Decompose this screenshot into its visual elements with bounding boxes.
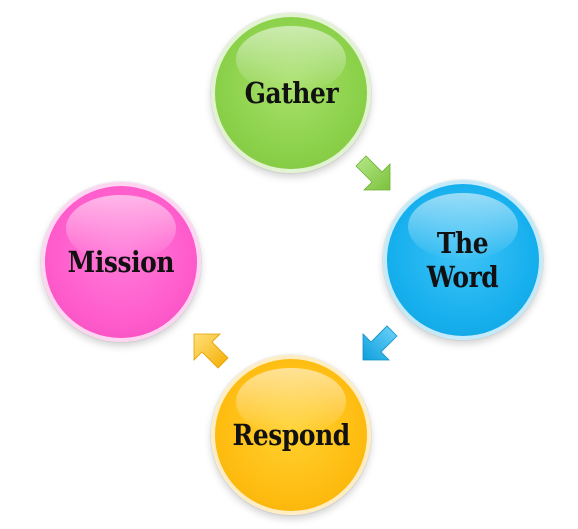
node-the-word-label-line: Word bbox=[427, 260, 499, 294]
node-respond-label: Respond bbox=[232, 418, 350, 452]
node-the-word-label-line: The bbox=[437, 226, 489, 260]
node-mission-label: Mission bbox=[67, 245, 175, 279]
node-mission: Mission bbox=[41, 182, 201, 342]
arrow-up-left-icon bbox=[193, 333, 229, 369]
node-the-word-label: The Word bbox=[427, 226, 499, 294]
node-the-word: The Word bbox=[383, 180, 543, 340]
node-respond: Respond bbox=[211, 355, 371, 515]
arrow-down-left-icon bbox=[362, 325, 398, 361]
node-gather-label: Gather bbox=[244, 76, 338, 110]
node-gather-label-line: Gather bbox=[244, 76, 338, 110]
node-gather: Gather bbox=[211, 13, 371, 173]
node-mission-label-line: Mission bbox=[67, 245, 175, 279]
node-respond-label-line: Respond bbox=[232, 418, 350, 452]
arrow-down-right-icon bbox=[355, 155, 391, 191]
